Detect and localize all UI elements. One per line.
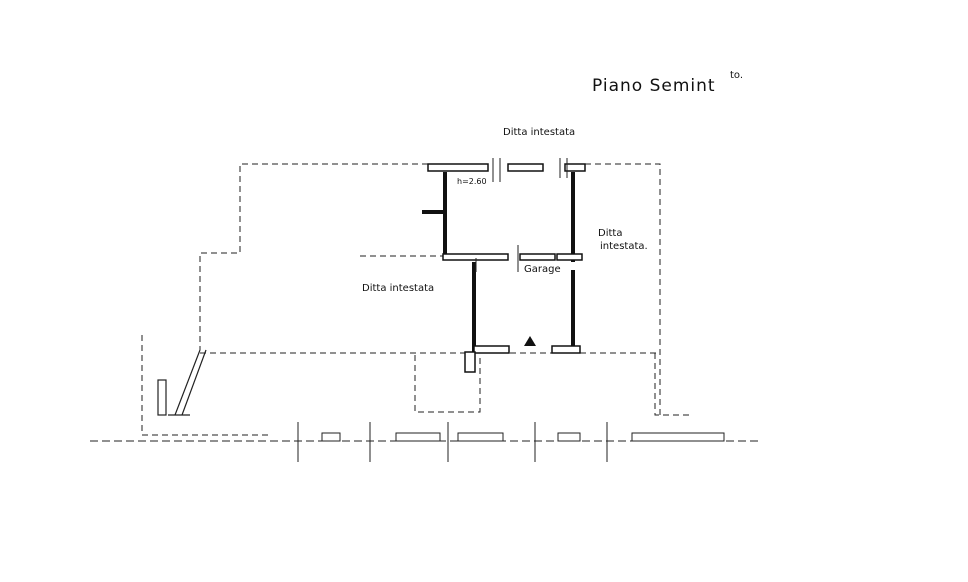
- wall-segments: [427, 163, 586, 373]
- label-right-neighbor-1: Ditta: [598, 228, 623, 239]
- label-top-neighbor: Ditta intestata: [503, 127, 576, 138]
- ceiling-height-label: h=2.60: [457, 177, 487, 186]
- ground-line: [90, 422, 760, 462]
- plan-title-superscript: to.: [730, 70, 744, 81]
- opening-marks: [475, 158, 568, 272]
- label-left-neighbor: Ditta intestata: [362, 283, 435, 294]
- entrance-marker-icon: [524, 336, 536, 346]
- garage-label: Garage: [524, 264, 561, 275]
- label-right-neighbor-2: intestata.: [600, 241, 648, 252]
- stair: [157, 349, 207, 416]
- room-walls: [422, 172, 575, 352]
- property-boundary: [141, 163, 690, 436]
- plan-title: Piano Semint: [592, 76, 716, 96]
